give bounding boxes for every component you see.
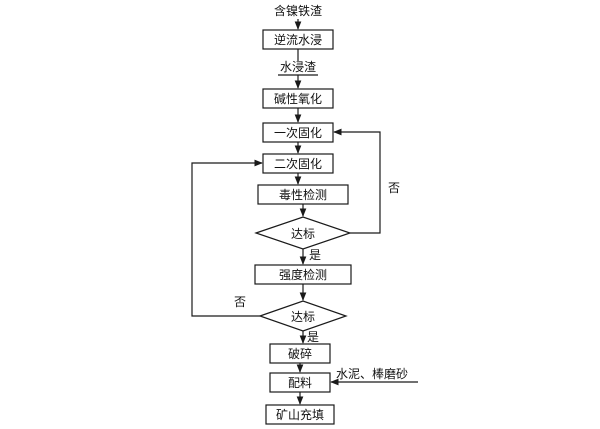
oxidize-step-label: 碱性氧化 [274,92,322,106]
decision2-no-loop [191,159,263,317]
decision1-no-loop [333,128,381,234]
decision1-yes-label: 是 [309,248,321,262]
crush-step-label: 破碎 [288,346,312,361]
start-material-label: 含镍铁渣 [274,3,322,18]
tox-test-step-label: 毒性检测 [279,187,327,202]
mix-input-label: 水泥、棒磨砂 [336,367,408,381]
decision2-yes-label: 是 [307,330,319,344]
mix-step-label: 配料 [288,376,312,390]
decision1-label: 达标 [291,227,315,241]
decision2-no-label: 否 [234,295,246,309]
backfill-step-label: 矿山充填 [276,407,324,422]
decision2-label: 达标 [291,310,315,324]
strength-test-step-label: 强度检测 [279,267,327,282]
solidify1-step-label: 一次固化 [274,126,322,140]
backfill-step-box [265,404,335,425]
leach-step-label: 逆流水浸 [274,32,322,47]
decision1-no-label: 否 [388,181,400,195]
solidify2-step-label: 二次固化 [274,157,322,171]
decision2-diamond [258,300,348,332]
leach-residue-label: 水浸渣 [280,60,316,74]
